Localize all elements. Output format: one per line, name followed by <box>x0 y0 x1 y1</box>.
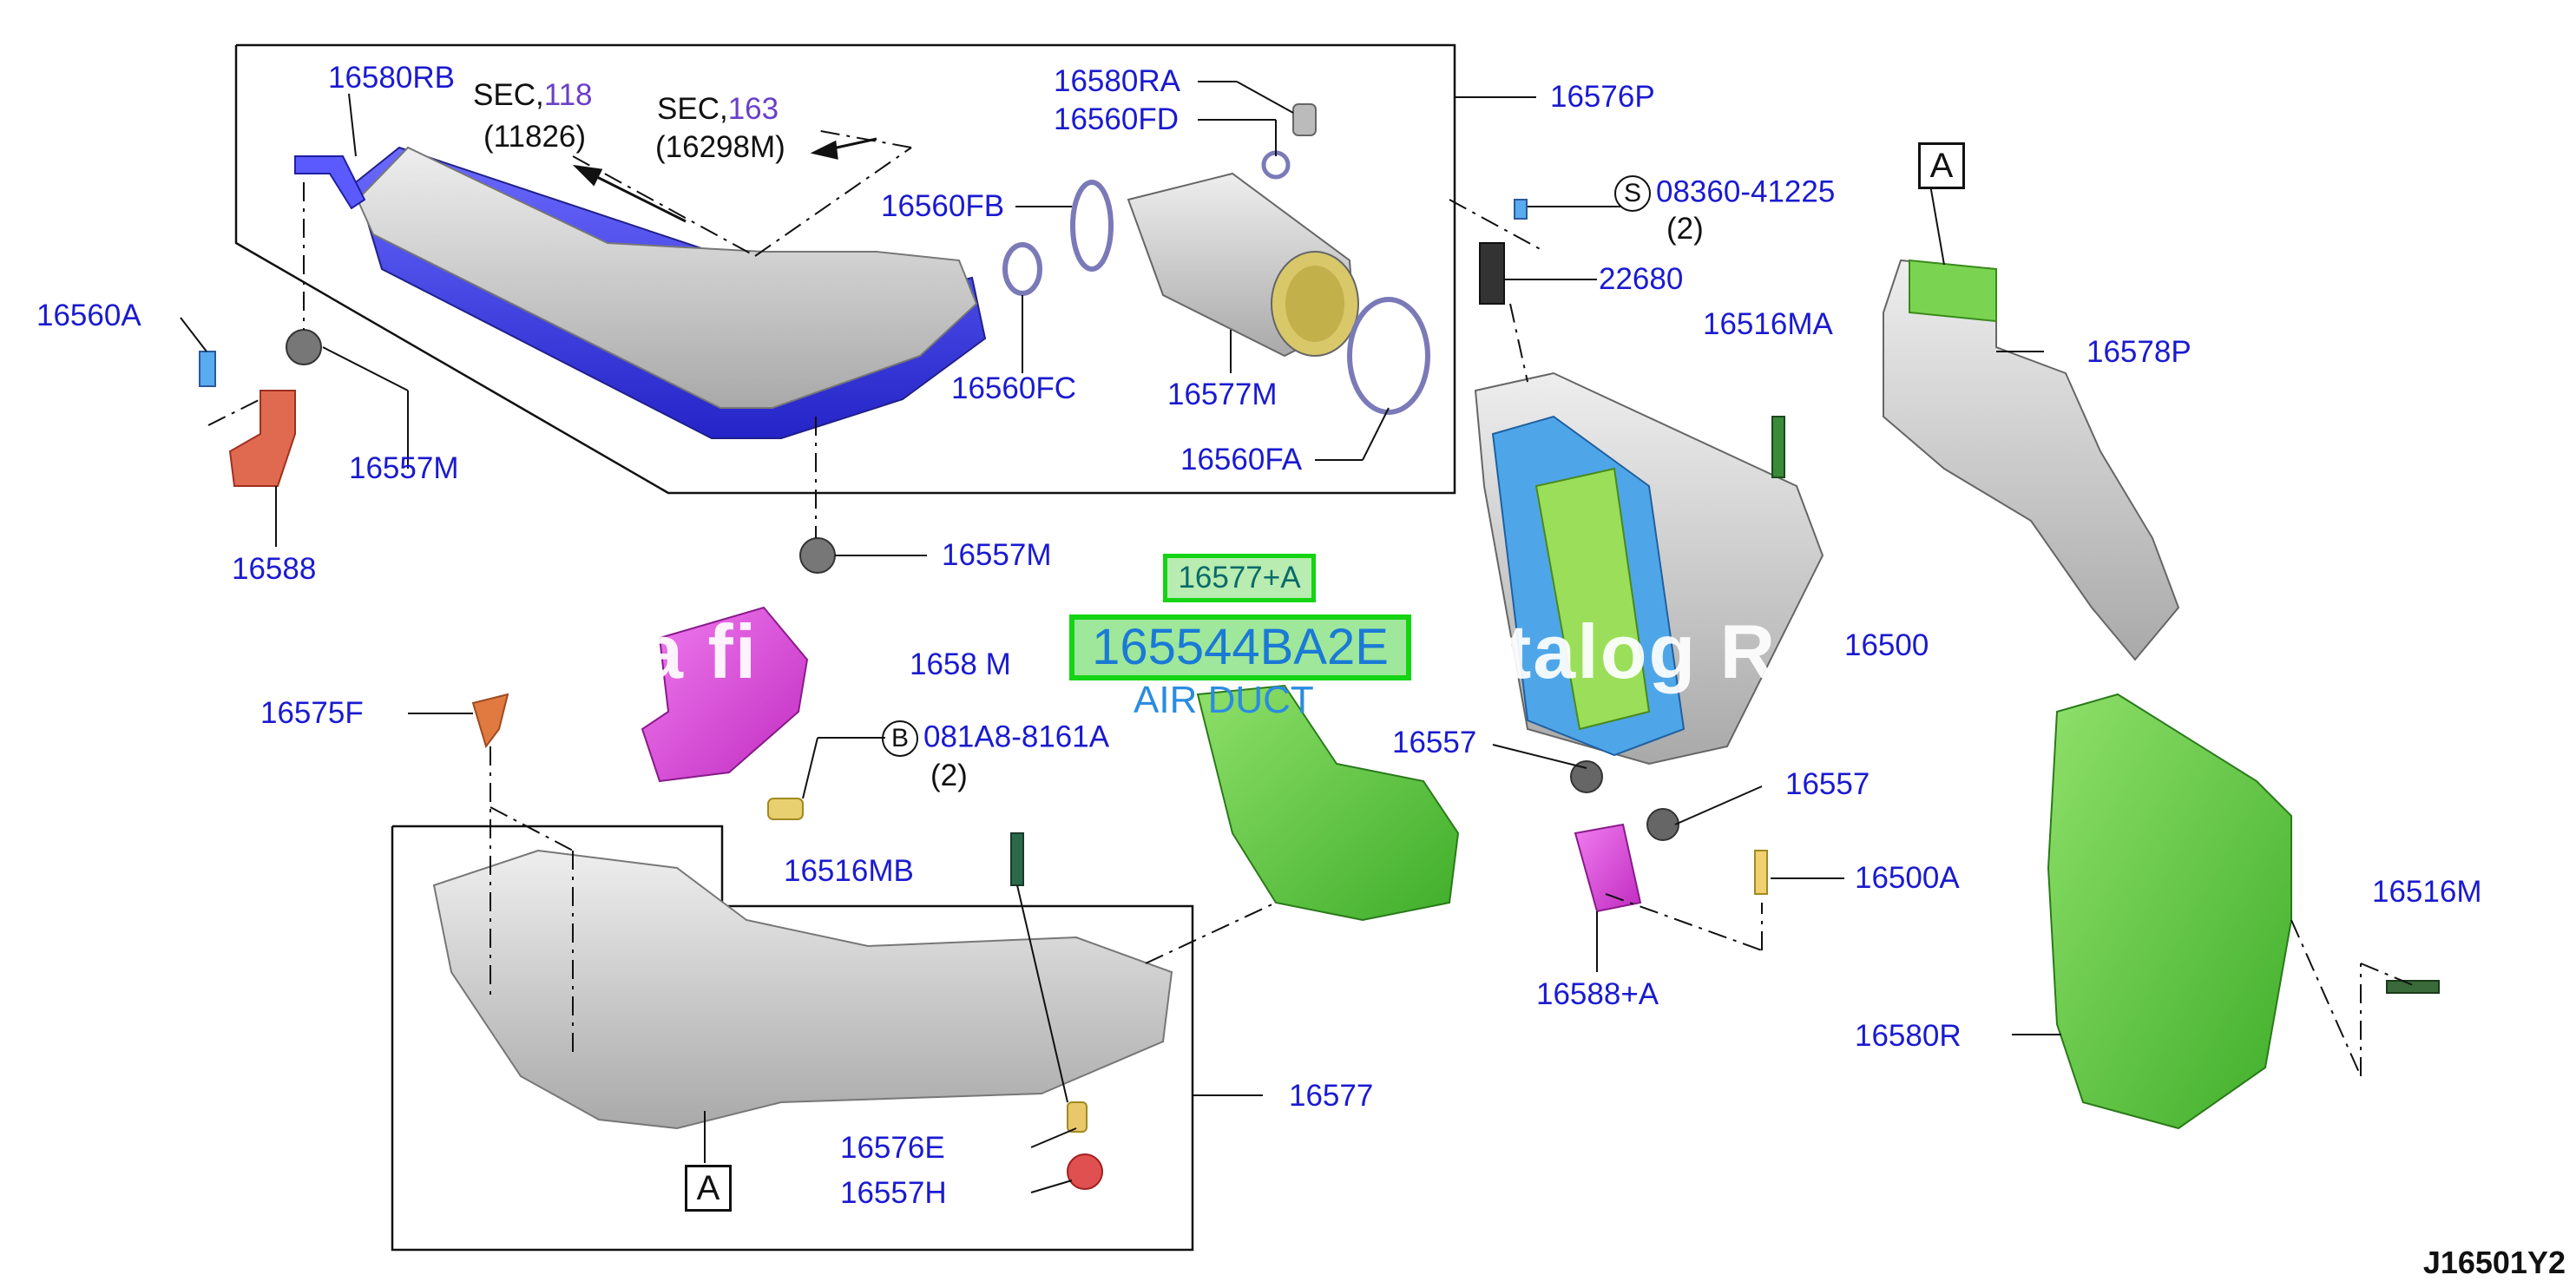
bolt-symbol-b: B <box>882 720 918 757</box>
ref-box-a-top: A <box>1918 142 1965 189</box>
callout-16575f[interactable]: 16575F <box>260 696 364 730</box>
ref-box-a-bottom: A <box>685 1165 732 1212</box>
section-ref-163[interactable]: SEC,163 <box>657 94 779 124</box>
callout-bolt-b-qty: (2) <box>930 759 968 792</box>
resonator-16580r <box>2047 693 2292 1130</box>
bolt-b-number: 081A8-8161A <box>923 720 1110 754</box>
highlight-badge[interactable]: 16577+A <box>1163 554 1316 602</box>
watermark-left: a fi <box>641 608 759 694</box>
leader-lines <box>180 81 2061 1193</box>
screw-s-number: 08360-41225 <box>1656 174 1836 209</box>
callout-1658m[interactable]: 1658 M <box>910 647 1011 681</box>
callout-16560fc[interactable]: 16560FC <box>951 371 1076 405</box>
callout-16578p[interactable]: 16578P <box>2086 335 2192 369</box>
callout-16516ma[interactable]: 16516MA <box>1703 307 1833 341</box>
section-ref-118[interactable]: SEC,118 <box>473 80 593 110</box>
frame-upper <box>234 43 1456 495</box>
air-cleaner-box <box>1474 371 1824 766</box>
alignment-lines <box>207 129 2414 1077</box>
section-ref-163-sub: (16298M) <box>655 130 785 164</box>
callout-16500a[interactable]: 16500A <box>1855 861 1960 895</box>
frame-lower <box>391 825 1194 1252</box>
section-ref-number: 163 <box>727 92 779 126</box>
section-ref-118-sub: (11826) <box>483 120 587 154</box>
small-parts <box>199 199 2440 1190</box>
callout-16588a[interactable]: 16588+A <box>1536 977 1659 1011</box>
highlight-part-number[interactable]: 165544BA2E <box>1069 614 1411 680</box>
callout-16580rb[interactable]: 16580RB <box>328 61 455 95</box>
callout-16577m[interactable]: 16577M <box>1167 378 1278 411</box>
duct-hose <box>1002 103 1430 415</box>
section-ref-number: 118 <box>543 78 593 112</box>
callout-16588[interactable]: 16588 <box>232 552 317 586</box>
diagram-code: J16501Y2 <box>2422 1245 2566 1280</box>
callout-16560a[interactable]: 16560A <box>36 299 141 332</box>
callout-16500[interactable]: 16500 <box>1844 628 1929 662</box>
callout-16560fd[interactable]: 16560FD <box>1054 102 1179 136</box>
section-ref-prefix: SEC, <box>657 92 728 126</box>
callout-16516mb[interactable]: 16516MB <box>784 854 914 888</box>
air-duct-green <box>1196 684 1460 922</box>
callout-16580r[interactable]: 16580R <box>1855 1019 1962 1053</box>
callout-16560fb[interactable]: 16560FB <box>881 189 1005 223</box>
callout-16516m[interactable]: 16516M <box>2372 875 2482 909</box>
callout-16576p[interactable]: 16576P <box>1550 80 1655 114</box>
callout-16576e[interactable]: 16576E <box>840 1131 945 1165</box>
watermark-right: talog R <box>1506 608 1778 694</box>
callout-screw-s-qty: (2) <box>1666 212 1704 246</box>
callout-22680[interactable]: 22680 <box>1599 262 1684 296</box>
section-arrows <box>572 137 877 223</box>
screw-symbol-s: S <box>1614 175 1651 212</box>
callout-16577[interactable]: 16577 <box>1289 1079 1374 1113</box>
duct-16578p <box>1883 259 2180 661</box>
highlight-description: AIR DUCT <box>1134 679 1314 721</box>
callout-16557m-lower[interactable]: 16557M <box>942 538 1052 572</box>
callout-16557-a[interactable]: 16557 <box>1392 726 1477 759</box>
callout-16560fa[interactable]: 16560FA <box>1180 443 1303 476</box>
section-ref-prefix: SEC, <box>473 78 544 112</box>
callout-16557m-upper[interactable]: 16557M <box>349 451 459 485</box>
callout-16580ra[interactable]: 16580RA <box>1054 64 1180 98</box>
bracket-16588 <box>228 390 296 487</box>
callout-16557h[interactable]: 16557H <box>840 1176 947 1210</box>
lower-duct <box>432 849 1173 1130</box>
callout-16557-b[interactable]: 16557 <box>1785 767 1870 801</box>
air-cleaner-cover <box>294 146 987 439</box>
bracket-16588m <box>641 606 809 783</box>
